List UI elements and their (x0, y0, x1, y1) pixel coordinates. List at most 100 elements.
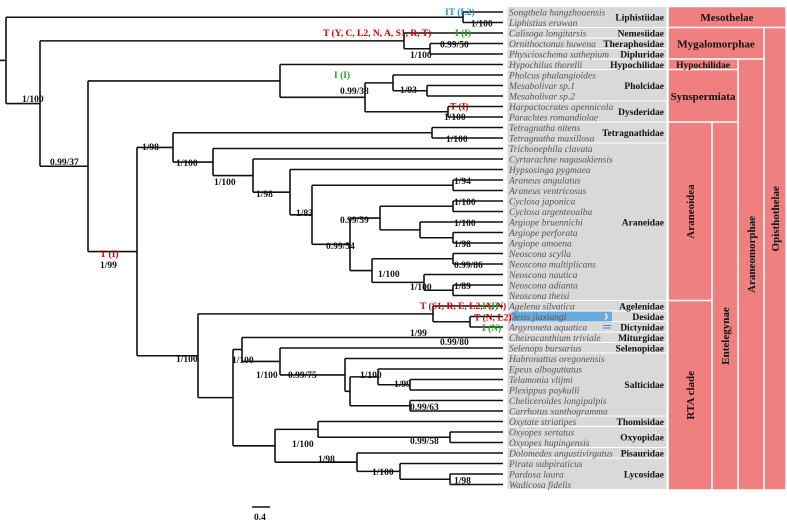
tip-label: Epeus alboguttatus (508, 365, 582, 375)
tip-label: Mesabolivar sp.1 (508, 82, 575, 92)
tip-label: Dolomedes angustivirgatus (508, 449, 613, 459)
support-value: 1/100 (446, 135, 468, 145)
family-label: Pisauridae (621, 449, 664, 459)
tip-label: Agelena silvatica (508, 302, 575, 312)
annotation-label: IT (L2) (445, 7, 475, 18)
support-value: 0.99/37 (50, 158, 79, 168)
support-value: 1/100 (471, 20, 493, 30)
tip-label: Telamonia vlijmi (509, 376, 573, 386)
tip-label: Habronattus oregonensis (508, 355, 605, 365)
tip-label: Calisoga longitarsis (509, 29, 587, 39)
annotation-label: I (I) (455, 28, 471, 39)
tip-label: Oxytate striatipes (509, 418, 577, 428)
clade-label-entelegynae: Entelegynae (720, 307, 732, 365)
family-label: Araneidae (622, 218, 664, 228)
support-value: 0.99/86 (454, 261, 483, 271)
scale-bar: 0.4 (252, 506, 270, 523)
support-value: 1/100 (256, 371, 278, 381)
family-band (506, 457, 668, 490)
clade-label-araneomorphae: Araneomorphae (746, 216, 758, 293)
clade-bar-entelegynae (711, 121, 739, 491)
support-value: 1/98 (454, 240, 471, 250)
annotation-labels: IT (L2) T (Y, C, L2, N, A, S1, R, T) I (I)… (100, 7, 512, 334)
tip-label: Argyroneta aquatica (508, 323, 587, 333)
support-value: 0.99/58 (410, 437, 439, 447)
support-value: 1/100 (214, 178, 236, 188)
family-label: Desidae (632, 313, 664, 323)
tip-label: Pirata subpiraticus (508, 460, 583, 470)
support-value: 0.99/63 (410, 403, 439, 413)
tip-label: Selenops bursarius (509, 344, 582, 354)
tip-label: Hypsosinga pygmaea (508, 166, 591, 176)
family-label: Dictynidae (620, 323, 664, 333)
support-value: 1/100 (232, 356, 254, 366)
clade-labels: MesothelaeMygalomorphaeHypochilidaeSynsp… (671, 12, 782, 420)
support-value: 1/100 (292, 440, 314, 450)
family-label: Lycosidae (624, 470, 664, 480)
tip-label: Tetragnatha maxillosa (509, 134, 595, 144)
tip-label: Ornithoctonus huwena (509, 40, 596, 50)
family-label: Tetragnathidae (602, 129, 664, 139)
annotation-label: I (I) (334, 70, 350, 81)
tip-label: Oxyopes sertatus (509, 428, 574, 438)
clade-label-mygalomorphae: Mygalomorphae (677, 39, 755, 51)
support-value: 1/98 (142, 143, 159, 153)
support-value: 1/100 (444, 113, 466, 123)
clade-bars (667, 5, 787, 491)
support-value: 1/98 (256, 190, 273, 200)
annotation-label: T (I) (100, 249, 119, 260)
tip-label: Cheliceroides longipalpis (509, 397, 607, 407)
tip-label: Tetragnatha nitens (509, 124, 580, 134)
tip-label: Cyclosa argenteoalba (509, 208, 593, 218)
support-value: 1/99 (394, 380, 411, 390)
support-value: 1/98 (318, 455, 335, 465)
family-label: Selenopidae (615, 344, 664, 354)
family-label: Theraphosidae (603, 40, 664, 50)
support-value: 0.99/59 (340, 216, 369, 226)
support-value: 0.99/75 (288, 371, 317, 381)
tip-label: Cyclosa japonica (509, 197, 575, 207)
family-label: Dipluridae (620, 50, 664, 60)
support-value: 1/98 (454, 477, 471, 487)
tip-label: Songthela hangzhouensis (509, 8, 606, 18)
tip-label: Plexippus paykulli (508, 386, 580, 396)
family-labels: LiphistiidaeNemesiidaeTheraphosidaeDiplu… (602, 14, 664, 481)
family-bands (506, 6, 668, 490)
tip-label: Neoscona nautica (508, 271, 578, 281)
tip-label: Hypochilus thorelli (508, 61, 583, 71)
clade-label-araneoidea: Araneoidea (685, 184, 697, 239)
family-label: Thomisidae (616, 418, 664, 428)
annotation-label: I (N) (482, 323, 501, 334)
scale-bar-label: 0.4 (254, 513, 266, 523)
family-label: Nemesiidae (618, 29, 664, 39)
family-label: Dysderidae (618, 108, 664, 118)
tip-label: Harpactocrates apennicola (508, 103, 613, 113)
support-value: 1/100 (454, 198, 476, 208)
clade-bar-araneoidea (667, 121, 713, 302)
tree-branches (0, 11, 503, 486)
family-label: Liphistiidae (615, 14, 664, 24)
family-label: Miturgidae (618, 334, 664, 344)
tip-label: Cyrtarachne nagasakiensis (509, 155, 613, 165)
water-icon (603, 325, 611, 329)
support-value: 1/100 (176, 355, 198, 365)
tip-label: Argiope amoena (508, 239, 572, 249)
family-label: Hypochilidae (610, 61, 664, 71)
support-value: 0.99/50 (440, 41, 469, 51)
support-value: 1/93 (400, 86, 417, 96)
annotation-label: T (N, L2) (474, 313, 512, 324)
tip-label: Desis jiaxiangi (508, 313, 567, 323)
clade-label-opisthothelae: Opisthothelae (770, 186, 782, 252)
water-icon (604, 313, 608, 320)
tip-label: Argiope bruennichi (508, 218, 583, 228)
tip-label: Neoscona scylla (508, 250, 571, 260)
support-value: 1/100 (176, 159, 198, 169)
annotation-label: T (Y, C, L2, N, A, S1, R, T) (323, 28, 431, 39)
family-label: Agelenidae (619, 302, 664, 312)
annotation-label: I (I) (482, 301, 498, 312)
support-value: 1/100 (410, 283, 432, 293)
tip-label: Neoscona multiplicans (508, 260, 596, 270)
family-band (506, 142, 668, 301)
